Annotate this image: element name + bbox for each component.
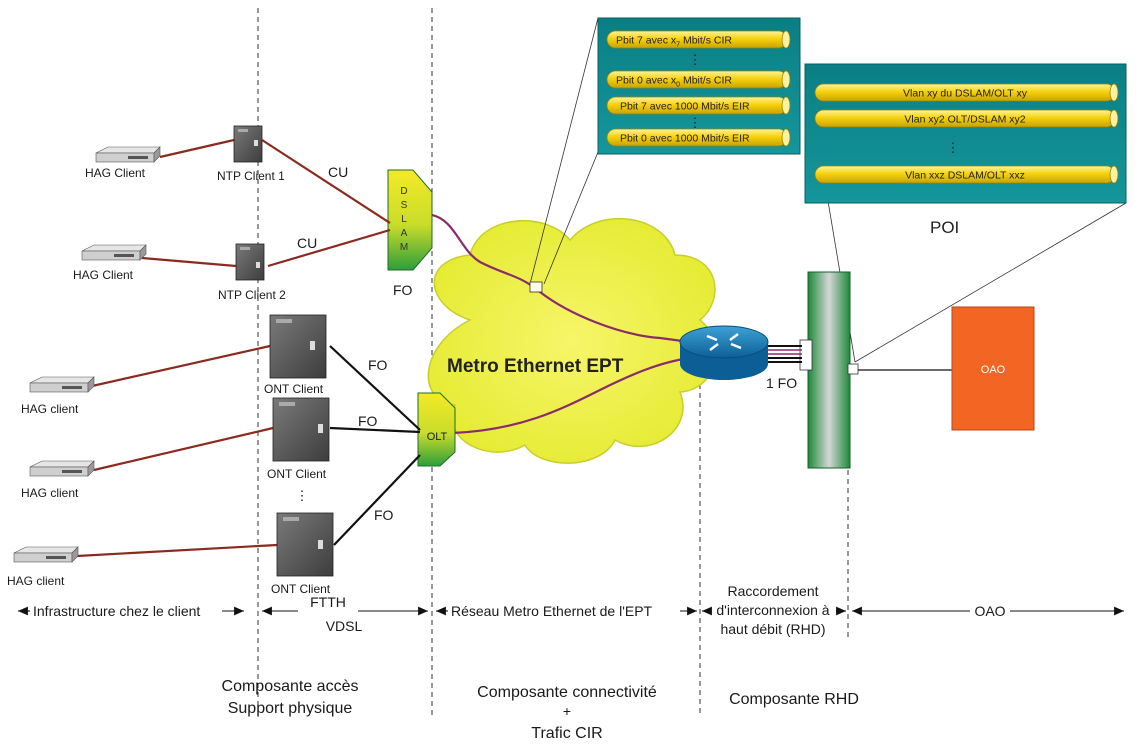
scope-infra: Infrastructure chez le client xyxy=(33,603,200,619)
link-fo-label: 1 FO xyxy=(766,375,797,391)
comp-conn-1: Composante connectivité xyxy=(477,684,657,701)
cir-dots-2: ⋮ xyxy=(689,115,702,130)
svg-text:Pbit 0 avec 1000 Mbit/s EIR: Pbit 0 avec 1000 Mbit/s EIR xyxy=(620,133,750,145)
ont-dots: ⋮ xyxy=(296,488,309,503)
svg-text:Vlan xy du DSLAM/OLT xy: Vlan xy du DSLAM/OLT xy xyxy=(903,88,1028,100)
cloud-label: Metro Ethernet EPT xyxy=(447,356,624,377)
scope-oao: OAO xyxy=(974,603,1005,619)
ont-label-3: ONT Client xyxy=(271,582,331,596)
fo-dslam-label: FO xyxy=(393,282,413,298)
hag-device-2 xyxy=(81,244,147,261)
ont-box-3 xyxy=(276,512,334,577)
cu-label-2: CU xyxy=(297,235,317,251)
scope-racc-3: haut débit (RHD) xyxy=(720,621,825,637)
comp-conn-2: Trafic CIR xyxy=(531,725,602,742)
ntp-label-1: NTP Client 1 xyxy=(217,169,285,183)
svg-text:Vlan xy2 OLT/DSLAM xy2: Vlan xy2 OLT/DSLAM xy2 xyxy=(904,114,1025,126)
olt: OLT xyxy=(417,392,456,467)
poi-block xyxy=(799,271,859,469)
cir-panel: Pbit 7 avec x7 Mbit/s CIR ⋮ Pbit 0 avec … xyxy=(597,17,801,155)
dslam-letter-l: L xyxy=(401,214,407,225)
router-icon xyxy=(679,325,769,380)
oao-box: OAO xyxy=(951,306,1035,431)
dslam: D S L A M xyxy=(387,169,433,271)
scope-ftth: FTTH xyxy=(310,594,346,610)
fo-label-3: FO xyxy=(374,507,394,523)
pipe-vlan-2: Vlan xy2 OLT/DSLAM xy2 xyxy=(814,109,1119,128)
hag-label-2: HAG Client xyxy=(73,268,134,282)
svg-text:Pbit 7 avec 1000 Mbit/s EIR: Pbit 7 avec 1000 Mbit/s EIR xyxy=(620,101,750,113)
ont-label-1: ONT Client xyxy=(264,382,324,396)
comp-acces-1: Composante accès xyxy=(222,678,359,695)
fo-label-2: FO xyxy=(358,413,378,429)
ont-box-2 xyxy=(272,397,330,462)
scope-racc-2: d'interconnexion à xyxy=(716,602,829,618)
poi-port-right xyxy=(847,363,859,375)
poi-label: POI xyxy=(930,218,959,237)
pipe-p7-cir: Pbit 7 avec x7 Mbit/s CIR xyxy=(606,30,791,49)
olt-cloud-link xyxy=(452,356,691,435)
comp-acces-2: Support physique xyxy=(228,700,353,717)
cir-dots-1: ⋮ xyxy=(689,52,702,67)
ntp-label-2: NTP Client 2 xyxy=(218,288,286,302)
comp-rhd: Composante RHD xyxy=(729,691,859,708)
comp-conn-plus: + xyxy=(563,703,571,719)
hag-label-1: HAG Client xyxy=(85,166,146,180)
svg-text:Vlan xxz DSLAM/OLT xxz: Vlan xxz DSLAM/OLT xxz xyxy=(905,170,1025,182)
ntp-box-1 xyxy=(233,125,263,163)
ont-box-1 xyxy=(269,314,327,379)
ntp-box-2 xyxy=(235,243,265,281)
dslam-letter-s: S xyxy=(401,200,408,211)
cloud-zoom-point xyxy=(529,281,543,293)
olt-label: OLT xyxy=(427,431,448,443)
scope-reseau: Réseau Metro Ethernet de l'EPT xyxy=(451,603,653,619)
pipe-vlan-1: Vlan xy du DSLAM/OLT xy xyxy=(814,83,1119,102)
ont-label-2: ONT Client xyxy=(267,467,327,481)
hag-device-5 xyxy=(13,546,79,563)
pipe-p0-eir: Pbit 0 avec 1000 Mbit/s EIR xyxy=(606,128,791,147)
dslam-letter-a: A xyxy=(401,228,408,239)
dslam-letter-d: D xyxy=(400,186,407,197)
dslam-cloud-link xyxy=(431,213,691,344)
hag-label-3: HAG client xyxy=(21,402,79,416)
vlan-panel: Vlan xy du DSLAM/OLT xy Vlan xy2 OLT/DSL… xyxy=(804,63,1127,204)
oao-box-label: OAO xyxy=(981,364,1006,376)
vlan-dots: ⋮ xyxy=(947,140,960,155)
hag-device-4 xyxy=(29,460,95,477)
cu-label-1: CU xyxy=(328,164,348,180)
scope-vdsl: VDSL xyxy=(326,618,363,634)
svg-text:Pbit 0 avec x0 Mbit/s CIR: Pbit 0 avec x0 Mbit/s CIR xyxy=(616,75,732,89)
svg-text:Pbit 7 avec x7 Mbit/s CIR: Pbit 7 avec x7 Mbit/s CIR xyxy=(616,35,732,49)
hag-device-1 xyxy=(95,146,161,163)
pipe-p0-cir: Pbit 0 avec x0 Mbit/s CIR xyxy=(606,70,791,89)
pipe-p7-eir: Pbit 7 avec 1000 Mbit/s EIR xyxy=(606,96,791,115)
hag-label-4: HAG client xyxy=(21,486,79,500)
hag-device-3 xyxy=(29,376,95,393)
scope-racc-1: Raccordement xyxy=(727,583,818,599)
hag-label-5: HAG client xyxy=(7,574,65,588)
fo-label-1: FO xyxy=(368,357,388,373)
pipe-vlan-3: Vlan xxz DSLAM/OLT xxz xyxy=(814,165,1119,184)
poi-port-left xyxy=(799,339,813,371)
dslam-letter-m: M xyxy=(400,242,408,253)
